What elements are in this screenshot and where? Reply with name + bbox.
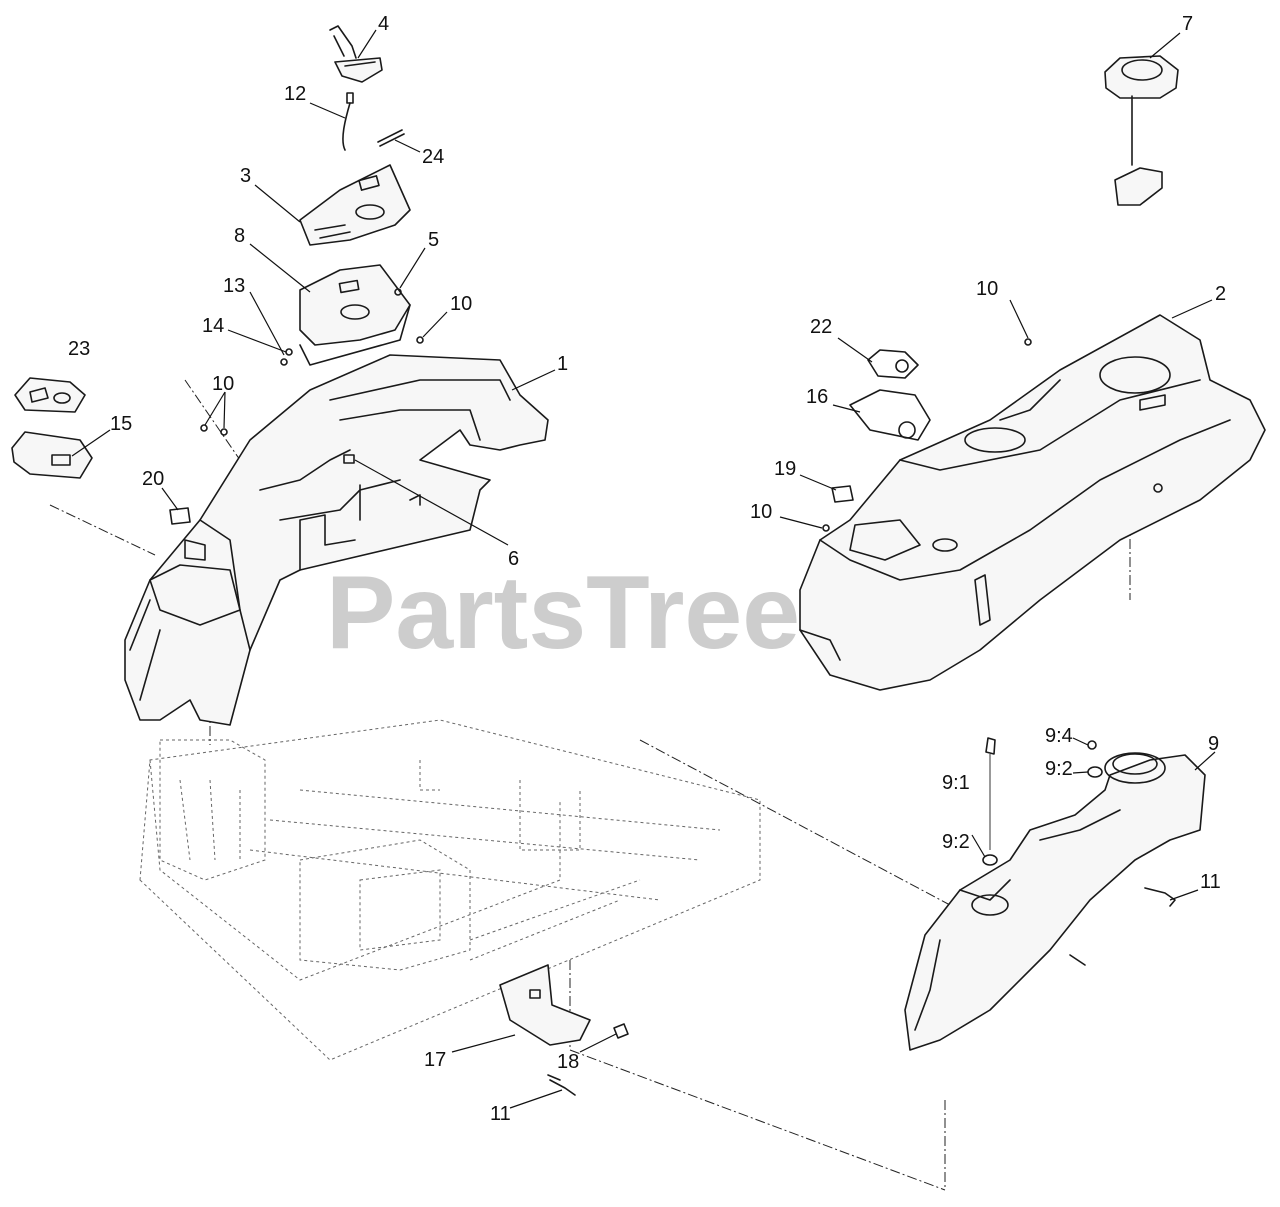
leader-lines [71,29,1216,1109]
callout-13: 13 [223,275,245,297]
part-10-screw-b [200,424,208,432]
part-2-fender-right [799,314,1266,691]
callout-23: 23 [68,338,90,360]
mower-frame [139,719,761,1061]
part-9-1-fitting [985,737,996,755]
callout-22: 22 [810,316,832,338]
part-4-key [329,25,383,83]
callout-12: 12 [284,83,306,105]
callout-9-2a: 9:2 [1045,758,1073,780]
callout-4: 4 [378,13,389,35]
callout-9-1: 9:1 [942,772,970,794]
callout-6: 6 [508,548,519,570]
part-5-screw [394,288,402,296]
part-1-fender-console [124,354,549,726]
part-10-screw-a [416,336,424,344]
callout-11b: 11 [490,1103,511,1125]
part-9-2-grommet-upper [1087,766,1103,778]
callout-10a: 10 [450,293,472,315]
part-13-nut [280,358,288,366]
callout-11a: 11 [1200,871,1221,893]
part-15-cover [11,431,93,479]
part-7-fuel-cap [1104,55,1179,206]
callout-3: 3 [240,165,251,187]
callout-10c: 10 [976,278,998,300]
part-19-clip [831,485,854,503]
part-9-4-valve [1087,740,1097,750]
callout-9-2b: 9:2 [942,831,970,853]
callout-14: 14 [202,315,224,337]
part-18-nut [613,1023,629,1039]
part-9-2-grommet-lower [982,854,998,866]
part-24-strip [377,129,405,147]
callout-1: 1 [557,353,568,375]
part-10-screw-d [1024,338,1032,346]
part-11-clip-b [1144,887,1176,907]
watermark-logo: PartsTree [326,555,800,671]
callout-2: 2 [1215,283,1226,305]
callout-5: 5 [428,229,439,251]
part-20-clip [169,507,191,525]
callout-7: 7 [1182,13,1193,35]
callout-9-4: 9:4 [1045,725,1073,747]
part-10-screw-e [822,524,830,532]
callout-18: 18 [557,1051,579,1073]
part-11-clips [547,887,1176,1096]
part-3-plate [299,164,411,246]
part-23-emblem [14,377,86,413]
part-12-cable [342,92,354,151]
callout-10d: 10 [750,501,772,523]
callout-17: 17 [424,1049,446,1071]
callout-15: 15 [110,413,132,435]
callout-8: 8 [234,225,245,247]
callout-19: 19 [774,458,796,480]
part-17-bracket [499,964,591,1046]
callout-24: 24 [422,146,444,168]
part-22-plate [867,349,919,379]
part-9-fuel-tank [904,737,1206,1051]
part-14-screw [285,348,293,356]
part-10-screw-c [220,428,228,436]
callout-10b: 10 [212,373,234,395]
callout-20: 20 [142,468,164,490]
callout-labels: 4 12 24 3 8 5 13 14 10 23 10 1 15 20 6 7… [68,13,1226,1125]
part-16-plate [849,389,931,441]
part-11-clip-a [547,1074,576,1096]
callout-16: 16 [806,386,828,408]
callout-9: 9 [1208,733,1219,755]
part-8-plate [299,264,411,366]
